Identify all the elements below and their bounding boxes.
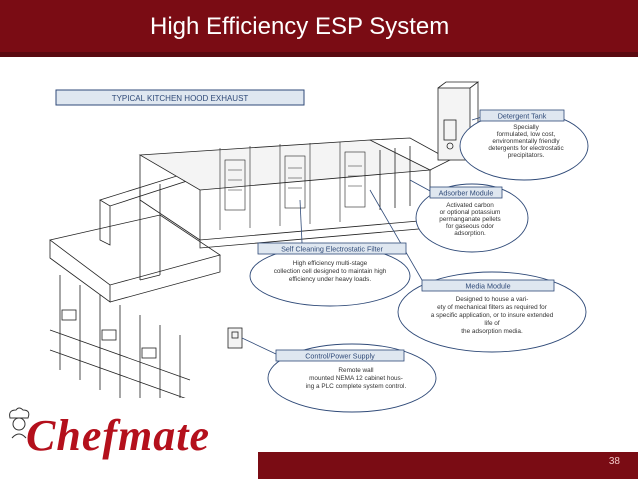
callout-line: the adsorption media. (461, 328, 523, 335)
title-bar-edge (0, 52, 638, 57)
callout-line: detergents for electrostatic (488, 145, 564, 152)
callout-line: mounted NEMA 12 cabinet hous- (309, 375, 403, 382)
chef-icon (9, 407, 30, 439)
esp-system-diagram: TYPICAL KITCHEN HOOD EXHAUST (49, 81, 589, 415)
callout-line: ety of mechanical filters as required fo… (437, 304, 548, 311)
callout-line: life of (484, 320, 499, 327)
slide-number: 38 (608, 456, 620, 467)
callout-line: adsorption. (454, 230, 486, 237)
callout-line: or optional potassium (440, 209, 501, 216)
callout-line: ing a PLC complete system control. (306, 383, 407, 390)
banner-text: TYPICAL KITCHEN HOOD EXHAUST (112, 94, 249, 103)
callout-media-module: Media Module Designed to house a vari- e… (397, 271, 587, 353)
callout-control-power-supply: Control/Power Supply Remote wall mounted… (267, 343, 437, 413)
callout-line: for gaseous odor (446, 223, 495, 230)
callout-line: High efficiency multi-stage (293, 260, 368, 267)
callout-heading: Control/Power Supply (305, 352, 375, 361)
callout-line: formulated, low cost, (497, 131, 556, 138)
callout-line: Activated carbon (446, 202, 494, 209)
slide-title: High Efficiency ESP System (150, 13, 450, 40)
logo-area (0, 398, 258, 479)
callout-heading: Self Cleaning Electrostatic Filter (281, 245, 383, 254)
callout-line: efficiency under heavy loads. (289, 276, 372, 283)
callout-line: Remote wall (338, 367, 373, 374)
callout-line: permanganate pellets (439, 216, 500, 223)
callout-detergent-tank: Detergent Tank Specially formulated, low… (459, 109, 589, 181)
esp-unit-line-art (138, 81, 480, 249)
leader-lines (241, 115, 486, 355)
callout-line: Specially (513, 124, 539, 131)
callout-line: precipitators. (508, 152, 545, 159)
callout-heading: Detergent Tank (498, 112, 547, 121)
callout-line: environmentally friendly (492, 138, 560, 145)
logo-tagline: We Believe that in the Well Being of the… (6, 463, 232, 473)
title-bar: High Efficiency ESP System (0, 0, 638, 57)
callout-heading: Media Module (465, 282, 510, 291)
callout-adsorber-module: Adsorber Module Activated carbon or opti… (415, 183, 529, 253)
callout-electrostatic-filter: Self Cleaning Electrostatic Filter High … (249, 242, 411, 307)
callout-line: collection cell designed to maintain hig… (274, 268, 387, 275)
diagram-banner: TYPICAL KITCHEN HOOD EXHAUST (55, 89, 305, 106)
callout-heading: Adsorber Module (439, 189, 494, 198)
callout-line: Designed to house a vari- (456, 296, 529, 303)
chefmate-logo: Chefmate (26, 411, 210, 460)
callout-line: a specific application, or to insure ext… (431, 312, 554, 319)
